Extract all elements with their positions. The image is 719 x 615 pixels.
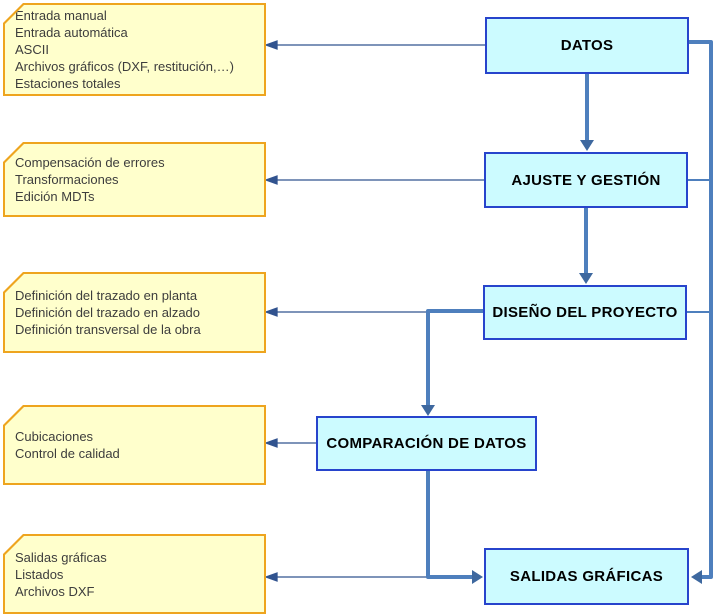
note-line: Transformaciones: [15, 172, 119, 187]
arrowhead-left-icon: [264, 438, 278, 448]
arrowhead-left-icon: [691, 570, 702, 584]
arrowhead-down-icon: [421, 405, 435, 416]
flow-lines: [426, 40, 713, 579]
node-comparacion-de-datos: COMPARACIÓN DE DATOS: [316, 416, 537, 471]
note-salidas-outputs: Salidas gráficas Listados Archivos DXF: [3, 534, 266, 614]
note-line: Control de calidad: [15, 446, 120, 461]
note-body: Cubicaciones Control de calidad: [5, 407, 264, 483]
note-body: Entrada manual Entrada automática ASCII …: [5, 5, 264, 94]
note-line: Archivos DXF: [15, 583, 95, 599]
flow-arrowheads: [421, 140, 702, 584]
arrowhead-right-icon: [472, 570, 483, 584]
flow-comparacion-to-salidas: [426, 471, 473, 579]
node-diseno-del-proyecto: DISEÑO DEL PROYECTO: [483, 285, 687, 340]
note-line: Cubicaciones: [15, 429, 94, 444]
note-line: Salidas gráficas: [15, 549, 107, 565]
flow-right-bus: [689, 40, 713, 579]
arrowhead-left-icon: [264, 307, 278, 317]
note-arrows: [264, 40, 485, 582]
note-body: Salidas gráficas Listados Archivos DXF: [5, 536, 264, 612]
arrowhead-down-icon: [579, 273, 593, 284]
node-datos: DATOS: [485, 17, 689, 74]
arrowhead-left-icon: [264, 572, 278, 582]
note-body: Compensación de errores Transformaciones…: [5, 144, 264, 215]
arrowhead-left-icon: [264, 40, 278, 50]
note-line: Entrada manual: [15, 8, 107, 23]
note-line: Definición del trazado en alzado: [15, 305, 201, 320]
note-diseno-tasks: Definición del trazado en planta Definic…: [3, 272, 266, 353]
note-line: Listados: [15, 566, 64, 582]
flow-diseno-to-comparacion: [426, 309, 483, 406]
note-line: Estaciones totales: [15, 76, 121, 91]
note-line: Edición MDTs: [15, 189, 95, 204]
note-line: Definición del trazado en planta: [15, 288, 198, 303]
note-datos-inputs: Entrada manual Entrada automática ASCII …: [3, 3, 266, 96]
note-body: Definición del trazado en planta Definic…: [5, 274, 264, 351]
note-line: Compensación de errores: [15, 155, 165, 170]
note-line: Definición transversal de la obra: [15, 322, 201, 337]
note-comparacion-tasks: Cubicaciones Control de calidad: [3, 405, 266, 485]
node-salidas-graficas: SALIDAS GRÁFICAS: [484, 548, 689, 605]
node-ajuste-y-gestion: AJUSTE Y GESTIÓN: [484, 152, 688, 208]
note-line: Entrada automática: [15, 25, 128, 40]
note-line: ASCII: [15, 42, 49, 57]
arrowhead-down-icon: [580, 140, 594, 151]
note-line: Archivos gráficos (DXF, restitución,…): [15, 59, 234, 74]
note-ajuste-tools: Compensación de errores Transformaciones…: [3, 142, 266, 217]
arrowhead-left-icon: [264, 175, 278, 185]
